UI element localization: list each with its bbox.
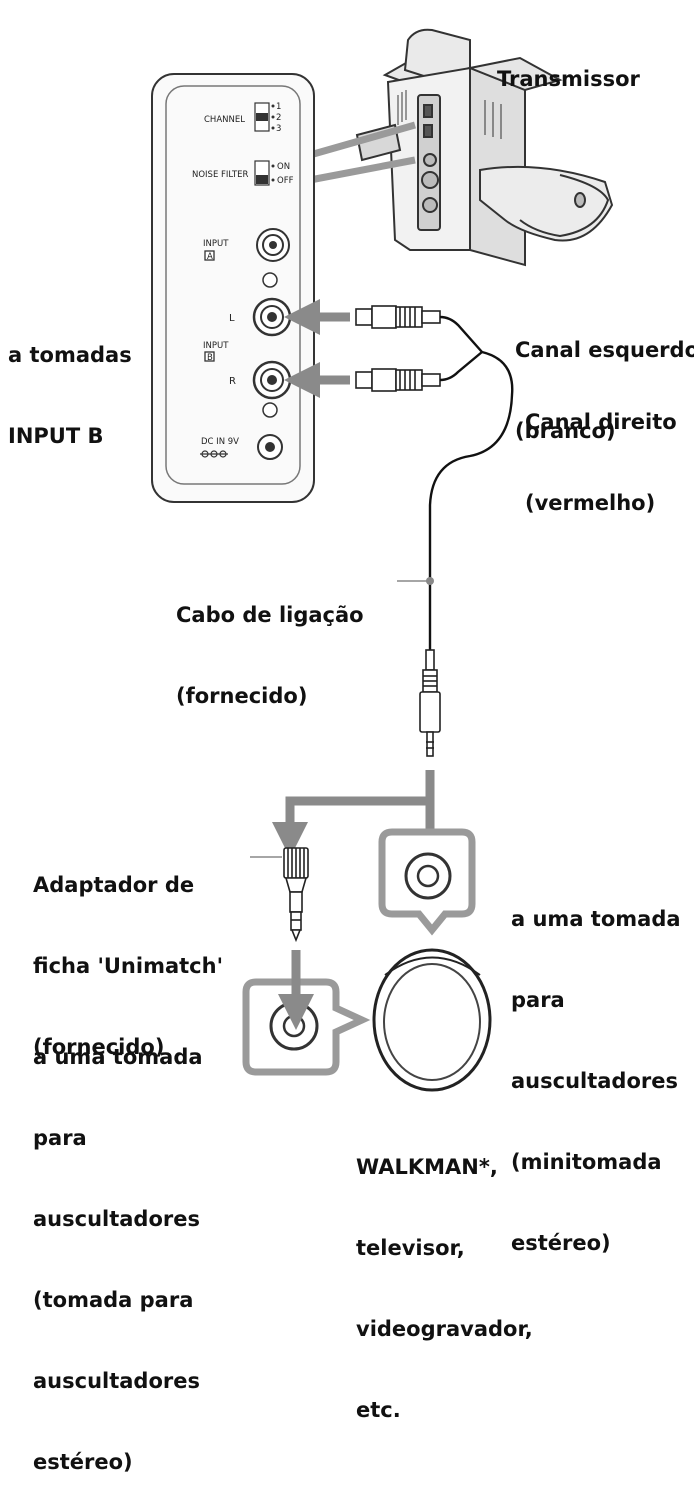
channel-pos-2: 2: [276, 113, 281, 123]
noise-off-label: OFF: [277, 176, 294, 186]
stereo-jack-icon: [242, 978, 371, 1076]
input-a-letter: A: [207, 252, 213, 262]
transmitter-text: Transmissor: [497, 67, 640, 91]
zoom-lines: [309, 121, 416, 184]
left-channel-label: Canal esquerdo (branco): [515, 283, 694, 472]
adapter-line-2: ficha 'Unimatch': [33, 954, 223, 978]
right-jack-label: R: [229, 376, 236, 387]
cable-line-1: Cabo de ligação: [176, 603, 364, 627]
dc-in-label: DC IN 9V: [201, 437, 239, 447]
connection-diagram: CHANNEL 1 2 3 NOISE FILTER ON OFF INPUT …: [151, 28, 614, 1092]
stereo-jack-line-3: auscultadores: [33, 1207, 200, 1231]
channel-label: CHANNEL: [204, 115, 245, 125]
device-line-3: videogravador,: [356, 1317, 533, 1341]
left-jack-label: L: [229, 313, 235, 324]
transmitter-icon: [355, 28, 614, 267]
channel-pos-1: 1: [276, 102, 281, 112]
input-b-right-jack: [252, 360, 292, 400]
stereo-jack-line-1: a uma tomada: [33, 1045, 203, 1069]
left-channel-line-1: Canal esquerdo: [515, 338, 694, 362]
noise-filter-label: NOISE FILTER: [192, 170, 249, 180]
noise-on-label: ON: [277, 162, 290, 172]
mini-jack-line-1: a uma tomada: [511, 907, 681, 931]
device-line-2: televisor,: [356, 1236, 465, 1260]
mini-jack-line-2: para: [511, 988, 565, 1012]
left-channel-line-2: (branco): [515, 419, 616, 443]
rca-plug-icon: [355, 305, 441, 392]
stereo-jack-line-6: estéreo): [33, 1450, 133, 1474]
transmitter-label: Transmissor: [497, 12, 640, 120]
dc-in-jack: [257, 434, 283, 460]
adapter-line-3: (fornecido): [33, 1035, 165, 1059]
stereo-jack-label: a uma tomada para auscultadores (tomada …: [33, 990, 203, 1503]
channel-pos-3: 3: [276, 124, 281, 134]
mini-jack-line-5: estéreo): [511, 1231, 611, 1255]
mini-plug-icon: [419, 649, 441, 757]
input-b-label: INPUT: [203, 341, 229, 351]
right-channel-label: Canal direito (vermelho): [525, 355, 677, 544]
mini-jack-label: a uma tomada para auscultadores (minitom…: [511, 852, 681, 1284]
right-channel-line-2: (vermelho): [525, 491, 656, 515]
headphone-jack-icon: [378, 828, 476, 936]
stereo-jack-line-4: (tomada para: [33, 1288, 194, 1312]
walkman-icon: [372, 948, 492, 1092]
stereo-jack-line-5: auscultadores: [33, 1369, 200, 1393]
cable-pointer: [397, 577, 434, 585]
device-line-1: WALKMAN*,: [356, 1155, 498, 1179]
device-label: WALKMAN*, televisor, videogravador, etc.: [356, 1100, 533, 1451]
mini-jack-line-3: auscultadores: [511, 1069, 678, 1093]
cable-label: Cabo de ligação (fornecido): [176, 548, 364, 737]
input-b-line-2: INPUT B: [8, 424, 104, 448]
unimatch-adapter-icon: [283, 847, 309, 943]
stereo-jack-line-2: para: [33, 1126, 87, 1150]
mini-jack-line-4: (minitomada: [511, 1150, 662, 1174]
connecting-cable: [428, 315, 514, 650]
adapter-label: Adaptador de ficha 'Unimatch' (fornecido…: [33, 818, 223, 1088]
input-b-line-1: a tomadas: [8, 343, 132, 367]
right-channel-line-1: Canal direito: [525, 410, 677, 434]
input-b-left-jack: [252, 297, 292, 337]
input-a-label: INPUT: [203, 239, 229, 249]
input-a-jack: [256, 228, 290, 262]
adapter-line-1: Adaptador de: [33, 873, 195, 897]
device-line-4: etc.: [356, 1398, 401, 1422]
arrow-icon: [284, 299, 350, 398]
rear-panel: CHANNEL 1 2 3 NOISE FILTER ON OFF INPUT …: [151, 73, 315, 503]
input-b-letter: B: [207, 353, 213, 363]
input-b-jacks-label: a tomadas INPUT B: [8, 288, 132, 477]
cable-line-2: (fornecido): [176, 684, 308, 708]
